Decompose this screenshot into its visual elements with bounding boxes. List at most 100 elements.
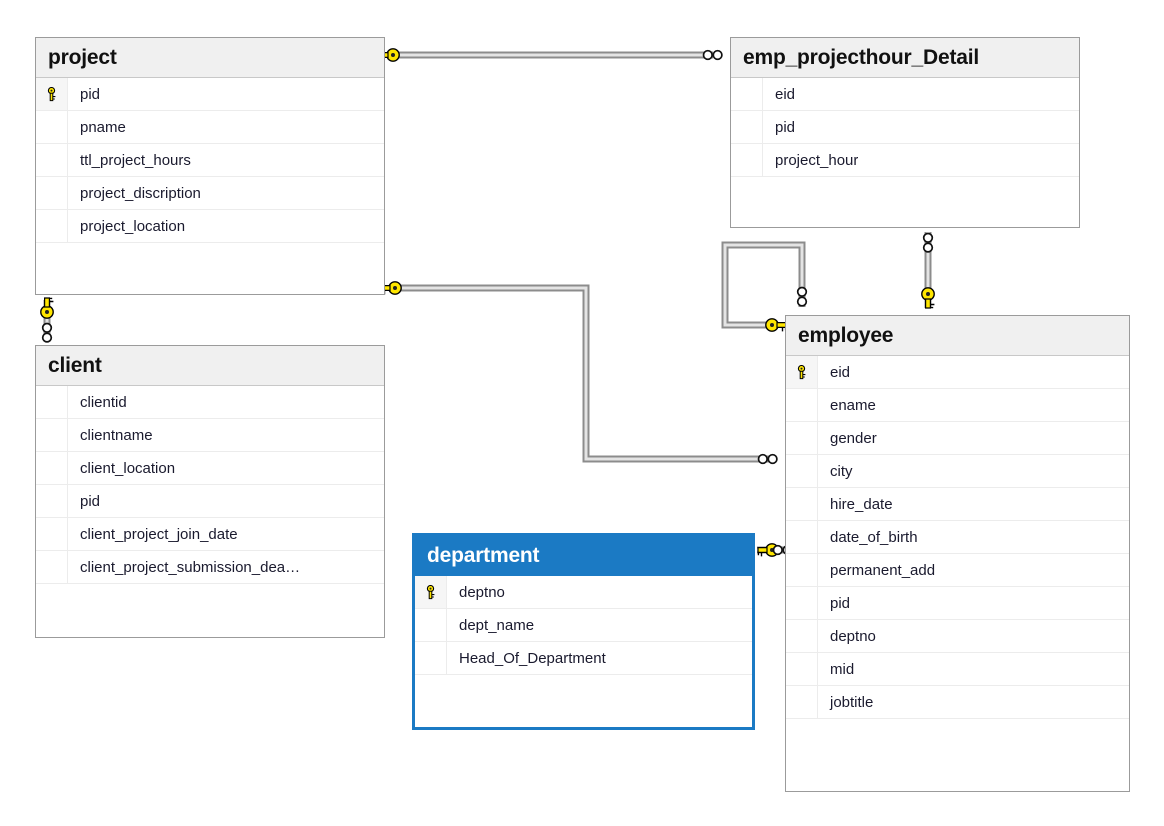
- many-endpoint-icon: [922, 232, 934, 253]
- attribute-name: deptno: [830, 627, 876, 645]
- attribute-name: eid: [775, 85, 796, 103]
- attribute-row[interactable]: eid: [731, 78, 1079, 111]
- entity-title-emp_projecthour_detail: emp_projecthour_Detail: [731, 38, 1079, 78]
- many-endpoint-icon: [757, 453, 778, 465]
- entity-title-employee: employee: [786, 316, 1129, 356]
- entity-title-project: project: [36, 38, 384, 78]
- entity-empty-area: [786, 719, 1129, 753]
- attribute-name: hire_date: [830, 495, 893, 513]
- attribute-row[interactable]: deptno: [415, 576, 752, 609]
- attribute-name: Head_Of_Department: [459, 649, 606, 667]
- attribute-key-cell-empty: [786, 653, 818, 685]
- entity-empty-area: [415, 675, 752, 709]
- attribute-key-cell-empty: [786, 455, 818, 487]
- attribute-row[interactable]: client_project_submission_dea…: [36, 551, 384, 584]
- attribute-key-cell-empty: [36, 210, 68, 242]
- primary-key-icon: [786, 356, 818, 388]
- entity-table-employee[interactable]: employee eid ename gender city hire_date date_…: [785, 315, 1130, 792]
- attribute-name: deptno: [459, 583, 505, 601]
- attribute-row[interactable]: pid: [731, 111, 1079, 144]
- key-one-endpoint-icon: [921, 287, 936, 309]
- attribute-row[interactable]: clientname: [36, 419, 384, 452]
- attribute-row[interactable]: pid: [36, 78, 384, 111]
- attribute-name: city: [830, 462, 853, 480]
- attribute-row[interactable]: date_of_birth: [786, 521, 1129, 554]
- attribute-name: clientid: [80, 393, 127, 411]
- relationship-empprojecthourdetail-to-employee[interactable]: [921, 232, 936, 309]
- attribute-row[interactable]: gender: [786, 422, 1129, 455]
- entity-empty-area: [731, 177, 1079, 211]
- attribute-name: client_location: [80, 459, 176, 477]
- attribute-row[interactable]: permanent_add: [786, 554, 1129, 587]
- entity-attribute-list: eid pid project_hour: [731, 78, 1079, 211]
- attribute-key-cell-empty: [731, 111, 763, 143]
- attribute-key-cell-empty: [786, 620, 818, 652]
- attribute-row[interactable]: mid: [786, 653, 1129, 686]
- attribute-row[interactable]: project_hour: [731, 144, 1079, 177]
- attribute-row[interactable]: client_project_join_date: [36, 518, 384, 551]
- attribute-name: date_of_birth: [830, 528, 918, 546]
- attribute-row[interactable]: Head_Of_Department: [415, 642, 752, 675]
- attribute-row[interactable]: ttl_project_hours: [36, 144, 384, 177]
- attribute-name: project_discription: [80, 184, 201, 202]
- relationship-project-to-client[interactable]: [40, 297, 55, 343]
- attribute-key-cell-empty: [36, 144, 68, 176]
- attribute-row[interactable]: client_location: [36, 452, 384, 485]
- attribute-key-cell-empty: [36, 419, 68, 451]
- attribute-name: project_hour: [775, 151, 859, 169]
- attribute-name: pid: [80, 85, 101, 103]
- attribute-row[interactable]: project_location: [36, 210, 384, 243]
- attribute-row[interactable]: dept_name: [415, 609, 752, 642]
- attribute-name: pid: [775, 118, 796, 136]
- attribute-key-cell-empty: [786, 587, 818, 619]
- entity-attribute-list: eid ename gender city hire_date date_of_birth…: [786, 356, 1129, 753]
- attribute-key-cell-empty: [36, 386, 68, 418]
- many-endpoint-icon: [796, 286, 808, 307]
- key-one-endpoint-icon: [40, 297, 55, 319]
- attribute-name: eid: [830, 363, 851, 381]
- primary-key-icon: [415, 576, 447, 608]
- attribute-row[interactable]: hire_date: [786, 488, 1129, 521]
- attribute-row[interactable]: clientid: [36, 386, 384, 419]
- entity-empty-area: [36, 243, 384, 277]
- attribute-key-cell-empty: [415, 642, 447, 674]
- attribute-key-cell-empty: [786, 521, 818, 553]
- attribute-name: ttl_project_hours: [80, 151, 191, 169]
- attribute-row[interactable]: deptno: [786, 620, 1129, 653]
- attribute-key-cell-empty: [731, 144, 763, 176]
- attribute-row[interactable]: jobtitle: [786, 686, 1129, 719]
- attribute-name: dept_name: [459, 616, 535, 634]
- attribute-row[interactable]: pname: [36, 111, 384, 144]
- attribute-name: gender: [830, 429, 877, 447]
- many-endpoint-icon: [41, 322, 53, 343]
- attribute-row[interactable]: ename: [786, 389, 1129, 422]
- attribute-row[interactable]: eid: [786, 356, 1129, 389]
- attribute-name: clientname: [80, 426, 153, 444]
- attribute-name: pid: [80, 492, 101, 510]
- entity-title-department: department: [415, 536, 752, 576]
- attribute-key-cell-empty: [786, 422, 818, 454]
- attribute-row[interactable]: project_discription: [36, 177, 384, 210]
- entity-attribute-list: pid pname ttl_project_hours project_discrip…: [36, 78, 384, 277]
- attribute-name: client_project_join_date: [80, 525, 238, 543]
- attribute-row[interactable]: pid: [786, 587, 1129, 620]
- attribute-key-cell-empty: [36, 551, 68, 583]
- attribute-key-cell-empty: [786, 389, 818, 421]
- primary-key-icon: [36, 78, 68, 110]
- attribute-key-cell-empty: [786, 686, 818, 718]
- entity-title-client: client: [36, 346, 384, 386]
- attribute-name: permanent_add: [830, 561, 936, 579]
- attribute-key-cell-empty: [36, 452, 68, 484]
- relationship-project-to-emp-projecthour-detail[interactable]: [378, 48, 723, 63]
- attribute-key-cell-empty: [36, 518, 68, 550]
- attribute-row[interactable]: city: [786, 455, 1129, 488]
- relationship-project-to-employee[interactable]: [380, 281, 778, 465]
- entity-table-project[interactable]: project pid pname ttl_project_hours project_…: [35, 37, 385, 295]
- attribute-row[interactable]: pid: [36, 485, 384, 518]
- key-one-endpoint-icon: [757, 543, 779, 558]
